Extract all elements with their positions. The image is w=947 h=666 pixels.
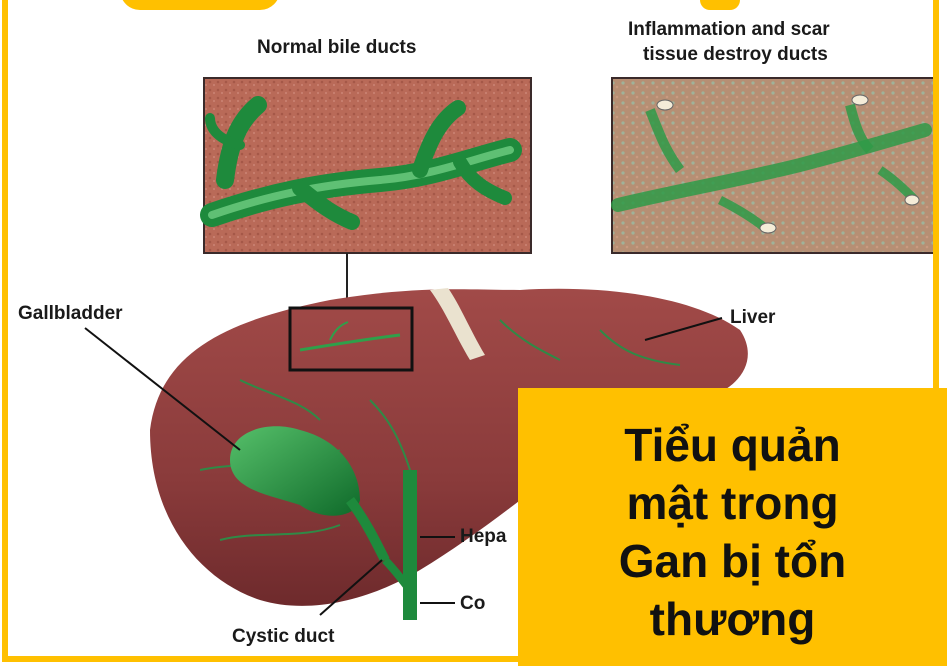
slide-frame bbox=[2, 0, 939, 662]
slide: { "labels": { "normal": "Normal bile duc… bbox=[0, 0, 947, 666]
